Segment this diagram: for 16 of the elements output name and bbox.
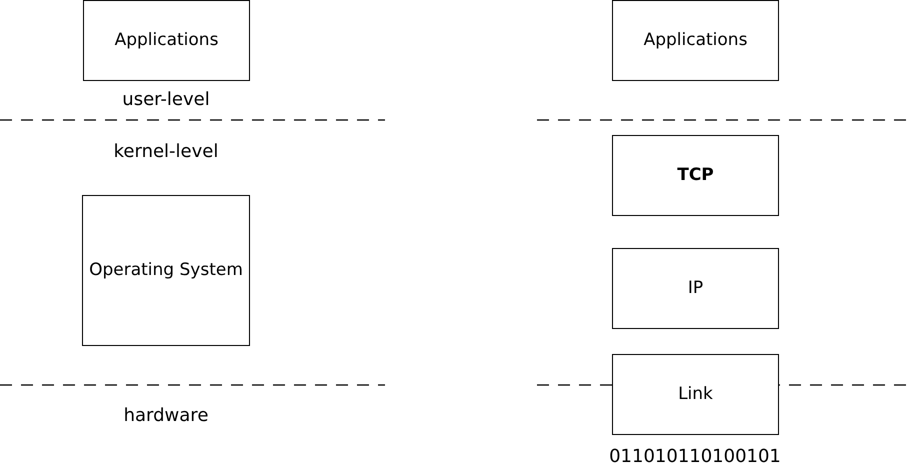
layer-label: TCP <box>677 164 714 187</box>
layer-box <box>82 195 250 346</box>
level-label: kernel-level <box>114 140 218 164</box>
layer-label: Operating System <box>89 258 243 282</box>
layer-box <box>612 0 779 81</box>
level-label: user-level <box>122 88 210 112</box>
level-label: hardware <box>124 404 208 428</box>
layer-label: Applications <box>644 28 748 52</box>
layer-label: Applications <box>114 28 218 52</box>
layer-label: Link <box>678 382 713 406</box>
layer-box <box>612 354 779 435</box>
layer-box <box>83 0 250 81</box>
layer-box <box>612 248 779 329</box>
layer-box <box>612 135 779 216</box>
level-label: 011010110100101 <box>609 445 781 469</box>
layer-label: IP <box>688 276 704 300</box>
